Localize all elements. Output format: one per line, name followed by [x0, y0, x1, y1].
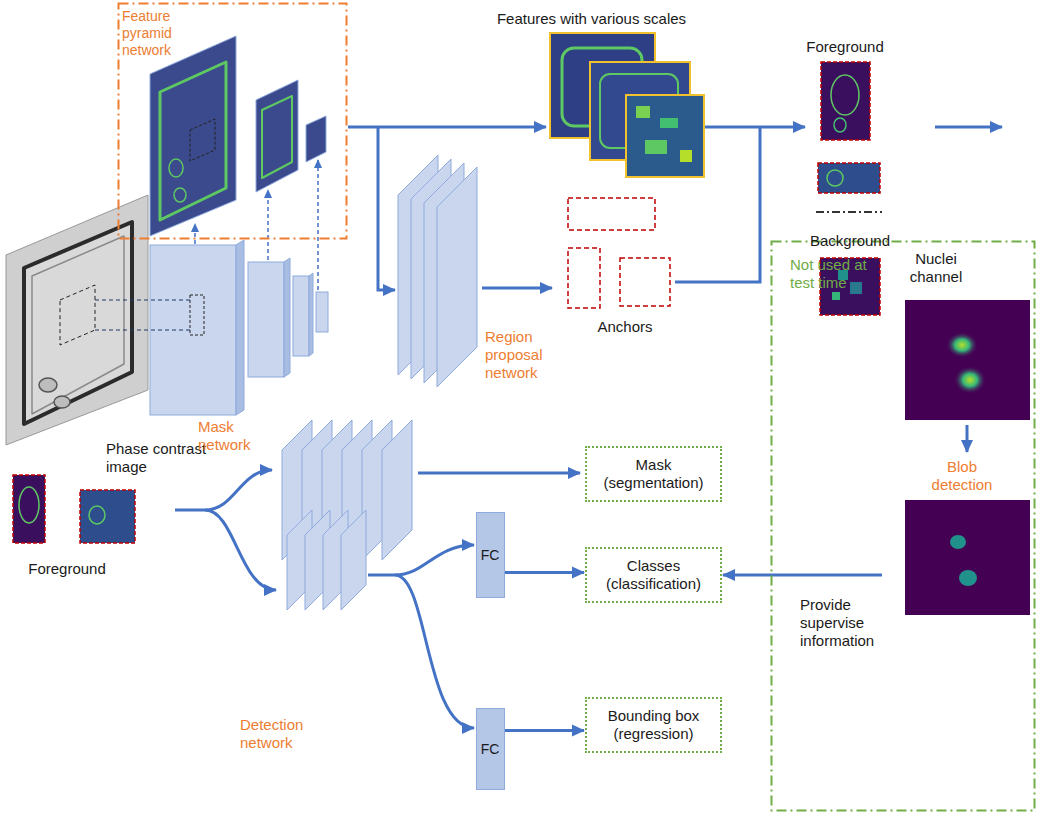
region-text: Not used at test time: [790, 256, 882, 292]
part-label: Background: [805, 232, 895, 250]
box-text: Bounding box (regression): [600, 707, 708, 743]
flow-connector: [505, 729, 585, 732]
region-outline: [770, 240, 1036, 812]
anchor-boxes: [568, 198, 670, 308]
feature-stack: [550, 33, 704, 177]
region-border: [772, 242, 1035, 811]
group-region: Feature pyramid network: [117, 2, 348, 240]
region-text: Provide supervise information: [800, 596, 886, 650]
region-text: Feature pyramid network: [122, 8, 184, 58]
box-text: Mask (segmentation): [600, 456, 708, 492]
part-label: Region proposal network: [485, 328, 559, 382]
flow-connector: [723, 574, 770, 577]
region-text: Blob detection: [925, 458, 999, 494]
part-label: Features with various scales: [484, 10, 699, 28]
fpn-maps: [150, 36, 326, 290]
part-label: Foreground: [12, 560, 122, 578]
fc-text: FC: [481, 741, 500, 758]
detection-network-layers: [287, 510, 366, 610]
output-box: Bounding box (regression): [585, 697, 722, 753]
part-label: Mask network: [198, 418, 260, 454]
fc-layer: FC: [476, 512, 505, 598]
region-text: Nuclei channel: [903, 250, 969, 286]
output-box: Mask (segmentation): [585, 446, 722, 502]
part-label: Anchors: [585, 318, 665, 336]
flow-connector: [505, 571, 585, 574]
nuclei-images: [905, 300, 1030, 615]
group-region: Not used at test time Nuclei channelBlob …: [770, 240, 1036, 812]
rpn-layers: [398, 155, 477, 387]
output-box: Classes (classification): [585, 547, 722, 603]
part-label: Detection network: [240, 716, 320, 752]
fc-layer: FC: [476, 708, 505, 790]
region-border: [119, 4, 347, 239]
part-label: Foreground: [805, 38, 885, 56]
phase-image: [6, 195, 148, 445]
crop-images-bottom: [13, 475, 135, 543]
backbone-layers: [95, 240, 328, 415]
fc-text: FC: [481, 547, 500, 564]
box-text: Classes (classification): [600, 557, 708, 593]
